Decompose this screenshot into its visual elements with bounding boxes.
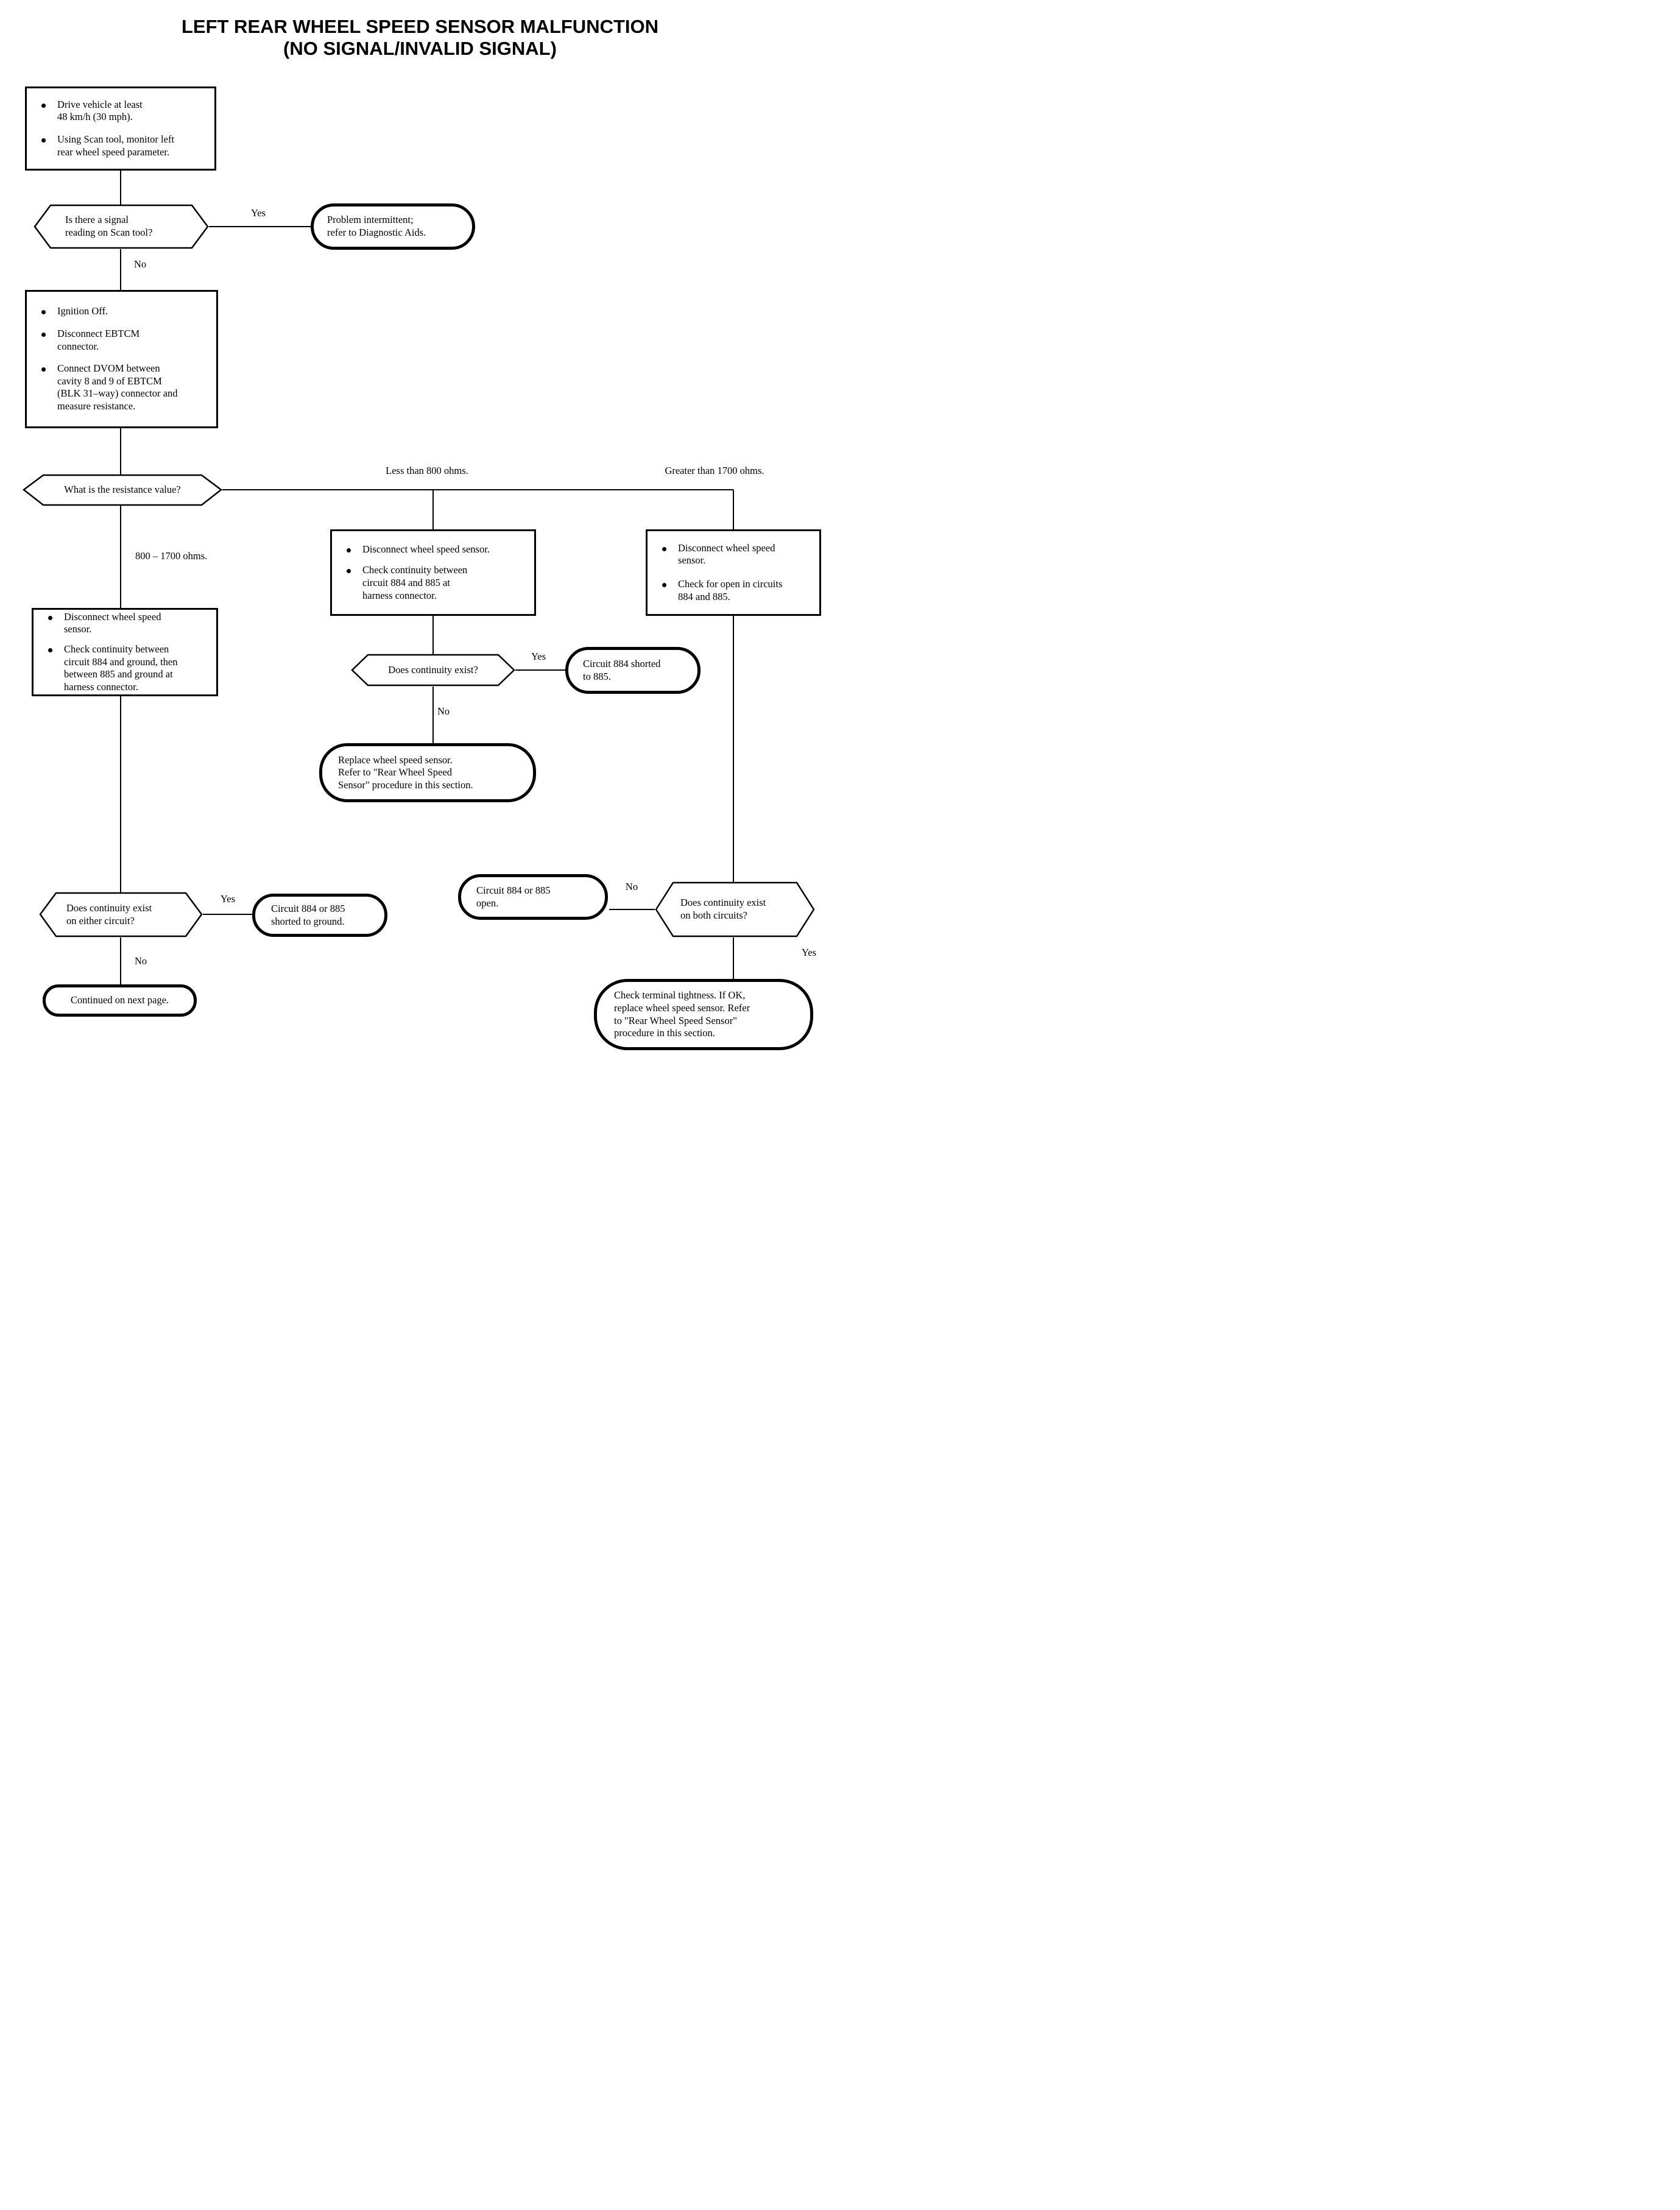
bullet-item: Disconnect EBTCM connector. bbox=[35, 328, 211, 353]
decision-text: Is there a signal reading on Scan tool? bbox=[65, 214, 153, 238]
bullet-item: Drive vehicle at least 48 km/h (30 mph). bbox=[35, 99, 210, 124]
bullet-item: Check continuity between circuit 884 and… bbox=[341, 564, 529, 602]
decision-text: Does continuity exist? bbox=[388, 663, 478, 676]
bullet-item: Using Scan tool, monitor left rear wheel… bbox=[35, 133, 210, 158]
node-shorted-to-ground: Circuit 884 or 885 shorted to ground. bbox=[252, 894, 387, 937]
edge-label-yes-mid: Yes bbox=[531, 651, 546, 662]
decision-text: Does continuity exist on either circuit? bbox=[66, 902, 152, 927]
node-replace-sensor: Replace wheel speed sensor. Refer to "Re… bbox=[319, 743, 536, 802]
decision-text: What is the resistance value? bbox=[64, 484, 181, 496]
hexagon-shape bbox=[34, 204, 209, 249]
node-continuity-left-decision: Does continuity exist on either circuit? bbox=[39, 892, 203, 937]
edge-label-mid-range: 800 – 1700 ohms. bbox=[135, 550, 208, 562]
edge-label-no-signal: No bbox=[134, 258, 147, 270]
bullet-item: Disconnect wheel speed sensor. bbox=[341, 543, 529, 556]
edge-label-no-right: No bbox=[625, 881, 638, 892]
bullet-list: Disconnect wheel speed sensor. Check con… bbox=[34, 611, 216, 694]
bullet-item: Connect DVOM between cavity 8 and 9 of E… bbox=[35, 362, 211, 413]
node-resistance-decision: What is the resistance value? bbox=[23, 474, 222, 506]
bullet-item: Check continuity between circuit 884 and… bbox=[42, 643, 211, 694]
node-shorted-to-885: Circuit 884 shorted to 885. bbox=[565, 647, 701, 694]
bullet-item: Check for open in circuits 884 and 885. bbox=[656, 578, 814, 603]
hexagon-shape bbox=[23, 474, 222, 506]
hexagon-shape bbox=[39, 892, 203, 937]
node-check-884-885: Disconnect wheel speed sensor. Check con… bbox=[330, 529, 536, 616]
decision-text: Does continuity exist on both circuits? bbox=[680, 897, 766, 921]
hexagon-shape bbox=[351, 654, 515, 687]
title-line-2: (NO SIGNAL/INVALID SIGNAL) bbox=[283, 37, 557, 59]
title-line-1: LEFT REAR WHEEL SPEED SENSOR MALFUNCTION bbox=[181, 16, 659, 37]
node-check-open: Disconnect wheel speed sensor. Check for… bbox=[646, 529, 821, 616]
hexagon-shape bbox=[655, 881, 815, 937]
node-continued-next-page: Continued on next page. bbox=[43, 984, 197, 1017]
bullet-list: Drive vehicle at least 48 km/h (30 mph).… bbox=[27, 99, 214, 159]
bullet-item: Ignition Off. bbox=[35, 305, 211, 318]
edge-label-less-800: Less than 800 ohms. bbox=[386, 465, 468, 476]
page-title: LEFT REAR WHEEL SPEED SENSOR MALFUNCTION… bbox=[0, 16, 840, 59]
edge-label-greater-1700: Greater than 1700 ohms. bbox=[665, 465, 764, 476]
node-continuity-mid-decision: Does continuity exist? bbox=[351, 654, 515, 687]
bullet-list: Disconnect wheel speed sensor. Check con… bbox=[332, 543, 534, 602]
node-problem-intermittent: Problem intermittent; refer to Diagnosti… bbox=[311, 203, 475, 250]
edge-label-yes-left: Yes bbox=[220, 893, 235, 905]
edge-label-yes-signal: Yes bbox=[250, 207, 266, 219]
bullet-list: Disconnect wheel speed sensor. Check for… bbox=[648, 542, 819, 604]
node-continuity-right-decision: Does continuity exist on both circuits? bbox=[655, 881, 815, 937]
node-drive-vehicle: Drive vehicle at least 48 km/h (30 mph).… bbox=[25, 86, 216, 171]
bullet-list: Ignition Off. Disconnect EBTCM connector… bbox=[27, 305, 216, 412]
bullet-item: Disconnect wheel speed sensor. bbox=[42, 611, 211, 636]
flowchart-page: LEFT REAR WHEEL SPEED SENSOR MALFUNCTION… bbox=[0, 0, 840, 1105]
edge-label-no-mid: No bbox=[437, 705, 450, 717]
edge-label-yes-right: Yes bbox=[802, 947, 817, 958]
bullet-item: Disconnect wheel speed sensor. bbox=[656, 542, 814, 567]
node-signal-decision: Is there a signal reading on Scan tool? bbox=[34, 204, 209, 249]
node-check-terminal: Check terminal tightness. If OK, replace… bbox=[594, 979, 813, 1050]
node-check-ground: Disconnect wheel speed sensor. Check con… bbox=[32, 608, 218, 696]
node-circuit-open: Circuit 884 or 885 open. bbox=[458, 874, 608, 920]
node-ignition-off: Ignition Off. Disconnect EBTCM connector… bbox=[25, 290, 218, 428]
edge-label-no-left: No bbox=[135, 955, 147, 967]
